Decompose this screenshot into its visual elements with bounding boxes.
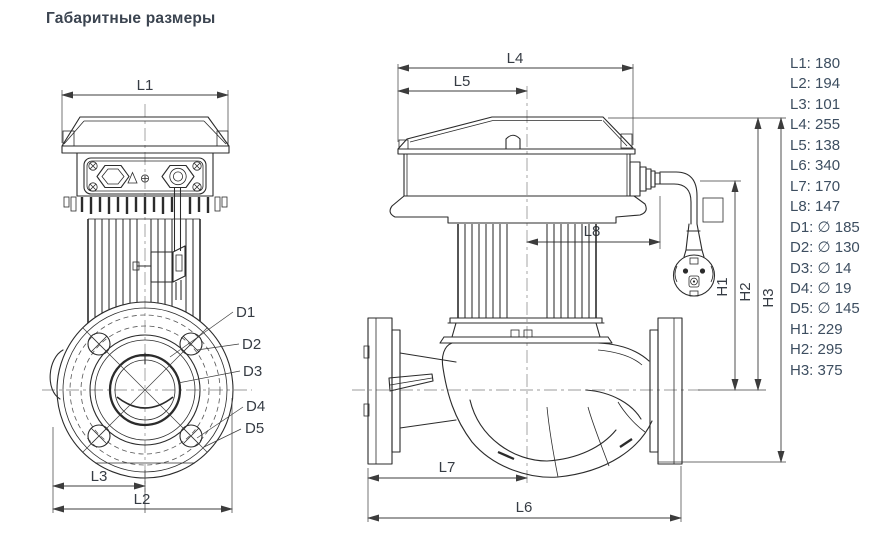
suction-pipe (399, 352, 457, 429)
legend-item: D1: ∅ 185 (790, 218, 860, 236)
dim-label-H2: H2 (737, 282, 754, 301)
dim-label-D4: D4 (246, 398, 265, 415)
cable-clip (132, 188, 186, 300)
legend-item: D2: ∅ 130 (790, 239, 860, 257)
legend-item: D4: ∅ 19 (790, 279, 852, 297)
legend-item: L3: 101 (790, 95, 841, 113)
dim-label-L8: L8 (584, 223, 601, 240)
legend-item: H1: 229 (790, 320, 843, 338)
inlet-vane (388, 373, 434, 392)
dim-l6: L6 (367, 466, 682, 522)
motor-fins-side (457, 224, 597, 318)
right-flange (649, 317, 683, 465)
left-flange (363, 317, 401, 465)
lid-hinge (505, 134, 521, 150)
power-cable (659, 171, 724, 225)
plug-pin-right (699, 268, 706, 274)
volute-casing (441, 342, 653, 478)
legend-item: L4: 255 (790, 116, 841, 134)
cable-gland-left-front (96, 164, 130, 189)
legend-item: D3: ∅ 14 (790, 259, 852, 277)
motor-stool (439, 317, 613, 344)
dim-label-L5: L5 (454, 73, 471, 90)
front-view: L1 (42, 77, 265, 513)
dim-h1: H1 (698, 180, 766, 391)
legend-item: L1: 180 (790, 55, 841, 72)
pump-body-side (363, 317, 683, 478)
dim-label-L3: L3 (91, 468, 108, 485)
dim-l4: L4 (397, 50, 634, 145)
dim-label-D5: D5 (245, 420, 264, 437)
legend-item: D5: ∅ 145 (790, 300, 860, 318)
bore-arc (116, 396, 174, 409)
dim-label-H3: H3 (760, 288, 777, 307)
dim-label-D1: D1 (236, 304, 255, 321)
cable-gland-side (629, 161, 661, 197)
dim-label-L4: L4 (507, 50, 524, 67)
motor-skirt (389, 195, 647, 224)
dim-l5: L5 (397, 73, 528, 95)
dim-label-D2: D2 (242, 336, 261, 353)
plug-pin-left (682, 268, 689, 274)
cable-gland-right-front (161, 164, 195, 189)
bolt-diagonals (82, 327, 208, 453)
terminal-box-side (389, 116, 647, 224)
bore-top-mark (139, 352, 151, 365)
terminal-pins-row (63, 196, 228, 214)
dim-l7: L7 (367, 459, 528, 522)
legend-item: L5: 138 (790, 136, 841, 154)
dim-l2: L2 (52, 398, 233, 513)
legend-item: L6: 340 (790, 157, 841, 175)
dim-label-H1: H1 (714, 277, 731, 296)
side-view: L4 L5 (352, 50, 786, 522)
dim-label-L6: L6 (516, 499, 533, 516)
terminal-box-front (61, 116, 230, 197)
dim-h2: H2 (608, 117, 786, 391)
dim-label-L7: L7 (439, 459, 456, 476)
volute-nose-front (49, 349, 64, 400)
ground-screw-icon (140, 174, 149, 183)
dim-label-D3: D3 (243, 363, 262, 380)
legend-item: H3: 375 (790, 361, 843, 379)
page-title: Габаритные размеры (46, 10, 216, 27)
cable-tag (702, 197, 724, 223)
dimension-legend: L1: 180 L2: 194 L3: 101 L4: 255 L5: 138 … (790, 54, 860, 381)
power-plug (672, 223, 716, 297)
diameter-leaders: D1 D2 D3 D4 D5 (169, 304, 265, 448)
legend-item: L8: 147 (790, 198, 841, 216)
legend-item: L2: 194 (790, 75, 841, 93)
legend-item: L7: 170 (790, 177, 841, 195)
dim-label-L1: L1 (137, 77, 154, 94)
panel-screws (88, 161, 202, 192)
motor-fins-front (87, 218, 201, 323)
dim-l3: L3 (52, 427, 146, 513)
legend-item: H2: 295 (790, 341, 843, 359)
warning-triangle-icon (127, 171, 138, 184)
dim-label-L2: L2 (134, 491, 151, 508)
dim-h3: H3 (658, 117, 786, 463)
